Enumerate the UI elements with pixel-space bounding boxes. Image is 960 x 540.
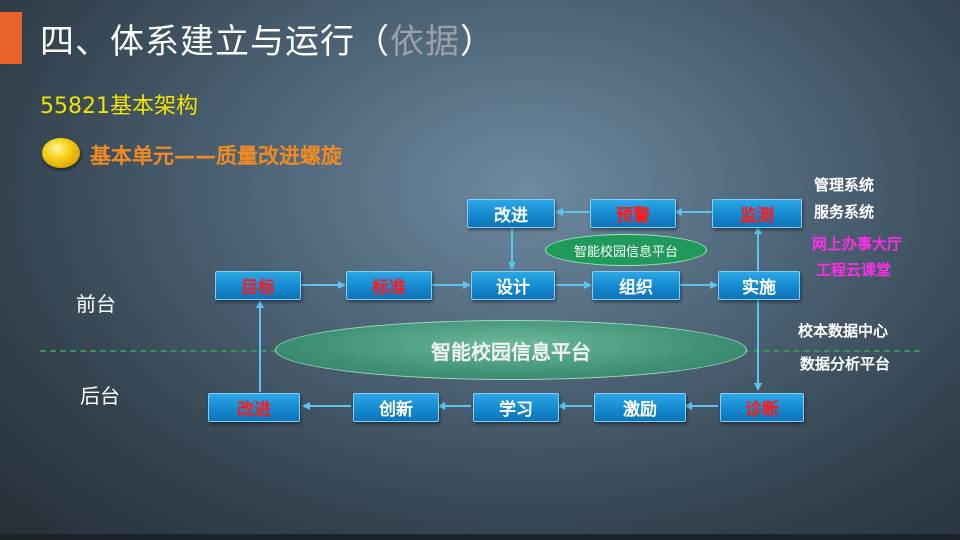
node-innovate: 创新 (353, 393, 439, 422)
platform-ellipse-small: 智能校园信息平台 (545, 234, 707, 266)
back-stage-label: 后台 (80, 384, 120, 408)
node-top-improve: 改进 (467, 199, 555, 228)
data-center-label: 校本数据中心 (798, 322, 889, 340)
node-design: 设计 (471, 271, 555, 300)
node-bottom-improve: 改进 (208, 393, 300, 422)
footer-strip (0, 534, 960, 540)
node-diagnose: 诊断 (720, 393, 804, 422)
title-paren-close: ） (460, 22, 495, 62)
node-learn: 学习 (473, 393, 559, 422)
node-organize: 组织 (592, 271, 680, 300)
title-paren-open: （ (355, 22, 390, 62)
node-standard: 标准 (346, 271, 432, 300)
node-implement: 实施 (718, 271, 800, 300)
title-main: 四、体系建立与运行 (40, 22, 355, 62)
node-warning: 预警 (590, 199, 676, 228)
title-note: 依据 (390, 22, 460, 62)
basic-unit-title: 基本单元——质量改进螺旋 (90, 144, 342, 168)
architecture-subtitle: 55821基本架构 (40, 94, 198, 119)
management-system-label: 管理系统 (814, 176, 875, 194)
node-monitor: 监测 (712, 199, 802, 228)
front-stage-label: 前台 (76, 292, 116, 316)
node-motivate: 激励 (594, 393, 686, 422)
platform-ellipse-large: 智能校园信息平台 (275, 320, 747, 380)
cloud-class-label: 工程云课堂 (816, 261, 892, 279)
gold-coin-icon (42, 138, 80, 168)
service-system-label: 服务系统 (814, 203, 875, 221)
node-goal: 目标 (215, 271, 301, 300)
title-accent-bar (0, 12, 22, 64)
online-hall-label: 网上办事大厅 (812, 235, 903, 253)
page-title: 四、体系建立与运行（依据） (40, 14, 495, 63)
analysis-platform-label: 数据分析平台 (800, 355, 891, 373)
